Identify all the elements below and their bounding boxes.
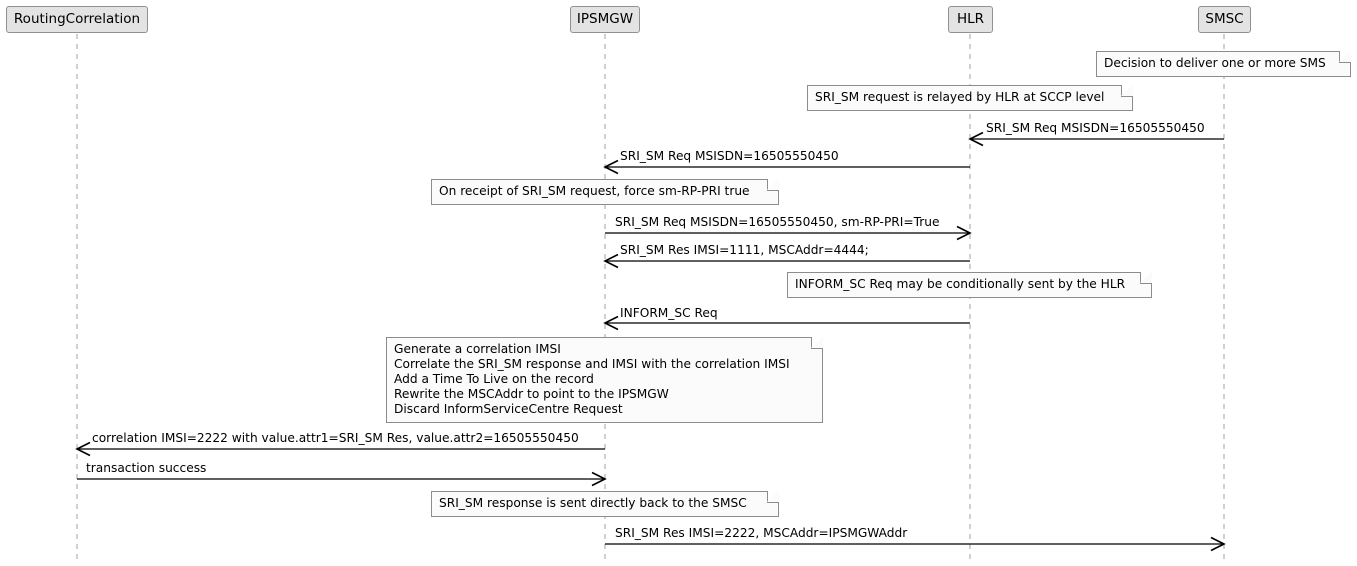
msg-transaction-success-arrowhead-icon — [591, 471, 607, 487]
msg-sri-sm-req-hlr-ipsmgw-arrowhead-icon — [603, 159, 619, 175]
participant-smsc[interactable]: SMSC — [1198, 6, 1251, 33]
msg-sri-sm-res-hlr-ipsmgw-arrowhead-icon — [603, 253, 619, 269]
note-text: SRI_SM response is sent directly back to… — [439, 496, 747, 510]
msg-sri-sm-res-ipsmgw-smsc-arrowhead-icon — [1210, 536, 1226, 552]
participant-label: SMSC — [1205, 10, 1244, 27]
note-text: Generate a correlation IMSI Correlate th… — [394, 342, 790, 416]
note-inform-sc-conditional: INFORM_SC Req may be conditionally sent … — [787, 271, 1152, 298]
msg-sri-sm-req-ipsmgw-hlr-arrowhead-icon — [956, 225, 972, 241]
note-fold-corner-icon — [811, 336, 823, 349]
participant-label: IPSMGW — [576, 10, 634, 27]
msg-sri-sm-req-smsc-hlr-label: SRI_SM Req MSISDN=16505550450 — [986, 121, 1205, 135]
msg-inform-sc-req-arrowhead-icon — [603, 315, 619, 331]
msg-sri-sm-res-ipsmgw-smsc-label: SRI_SM Res IMSI=2222, MSCAddr=IPSMGWAddr — [615, 526, 908, 540]
note-fold-corner-icon — [767, 490, 779, 503]
note-decision: Decision to deliver one or more SMS — [1096, 50, 1351, 77]
note-text: SRI_SM request is relayed by HLR at SCCP… — [815, 90, 1105, 104]
note-fold-corner-icon — [1339, 50, 1351, 63]
participant-hlr[interactable]: HLR — [948, 6, 993, 33]
note-sccp-relay: SRI_SM request is relayed by HLR at SCCP… — [807, 84, 1133, 111]
note-fold-corner-icon — [1140, 271, 1152, 284]
msg-sri-sm-res-hlr-ipsmgw-label: SRI_SM Res IMSI=1111, MSCAddr=4444; — [620, 243, 869, 257]
note-text: Decision to deliver one or more SMS — [1104, 56, 1326, 70]
note-response-direct: SRI_SM response is sent directly back to… — [431, 490, 779, 517]
note-text: INFORM_SC Req may be conditionally sent … — [795, 277, 1126, 291]
msg-transaction-success-label: transaction success — [86, 461, 207, 475]
msg-correlation-imsi-label: correlation IMSI=2222 with value.attr1=S… — [92, 431, 579, 445]
note-text: On receipt of SRI_SM request, force sm-R… — [439, 184, 750, 198]
participant-routing[interactable]: RoutingCorrelation — [6, 6, 148, 33]
note-correlation-actions: Generate a correlation IMSI Correlate th… — [386, 336, 823, 423]
msg-inform-sc-req-label: INFORM_SC Req — [620, 306, 718, 320]
note-fold-corner-icon — [767, 178, 779, 191]
participant-ipsmgw[interactable]: IPSMGW — [570, 6, 640, 33]
msg-sri-sm-req-smsc-hlr-arrowhead-icon — [968, 131, 984, 147]
note-force-smrppri: On receipt of SRI_SM request, force sm-R… — [431, 178, 779, 205]
note-fold-corner-icon — [1121, 84, 1133, 97]
msg-correlation-imsi-arrowhead-icon — [75, 441, 91, 457]
participant-label: HLR — [956, 10, 985, 27]
msg-sri-sm-req-hlr-ipsmgw-label: SRI_SM Req MSISDN=16505550450 — [620, 149, 839, 163]
participant-label: RoutingCorrelation — [13, 10, 141, 27]
msg-sri-sm-req-ipsmgw-hlr-label: SRI_SM Req MSISDN=16505550450, sm-RP-PRI… — [615, 215, 940, 229]
